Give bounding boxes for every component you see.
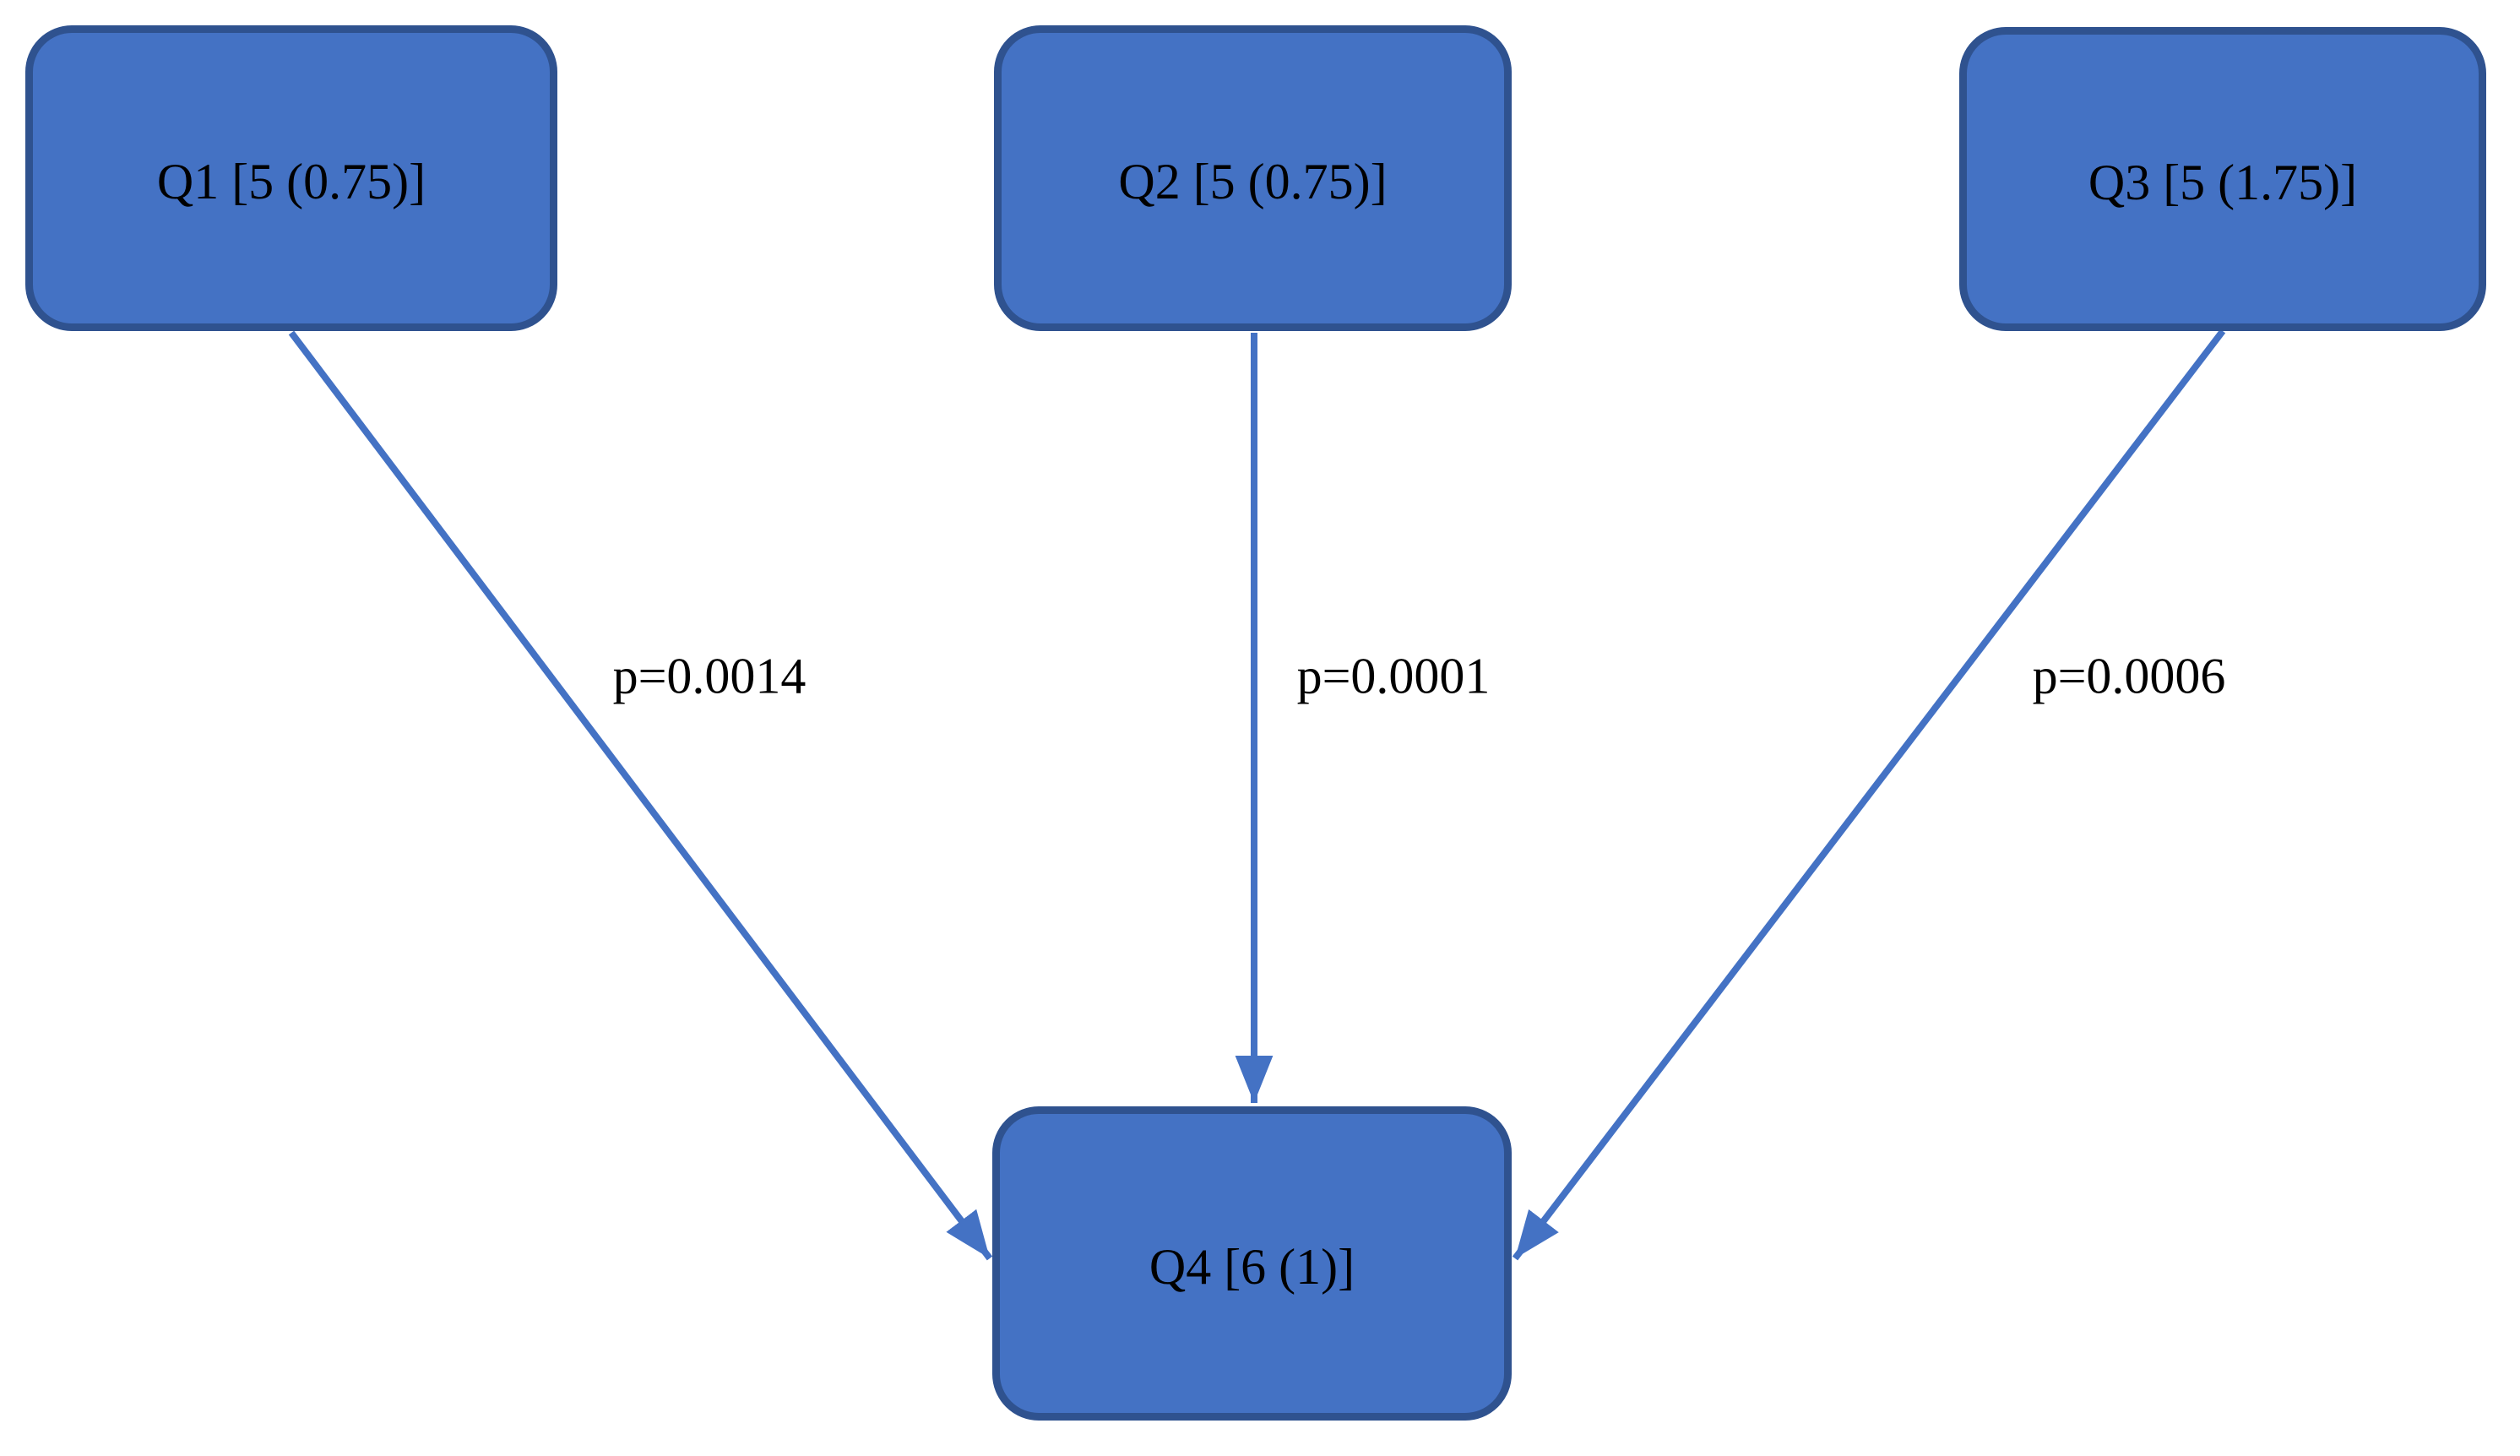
edge-label-q2-q4: p=0.0001 [1296, 648, 1491, 704]
node-q3: Q3 [5 (1.75)] [1959, 27, 2486, 331]
node-q3-label: Q3 [5 (1.75)] [2088, 155, 2358, 210]
node-q2: Q2 [5 (0.75)] [994, 25, 1512, 331]
node-q4-label: Q4 [6 (1)] [1149, 1239, 1355, 1295]
node-q4: Q4 [6 (1)] [992, 1106, 1512, 1421]
node-q1: Q1 [5 (0.75)] [25, 25, 557, 331]
node-q2-label: Q2 [5 (0.75)] [1118, 154, 1388, 209]
edge-label-q3-q4: p=0.0006 [2032, 648, 2226, 704]
edge-q3-q4 [1512, 329, 2226, 1261]
node-q1-label: Q1 [5 (0.75)] [156, 154, 426, 209]
edge-label-q1-q4: p=0.0014 [612, 648, 807, 704]
edge-q1-q4 [288, 330, 993, 1261]
